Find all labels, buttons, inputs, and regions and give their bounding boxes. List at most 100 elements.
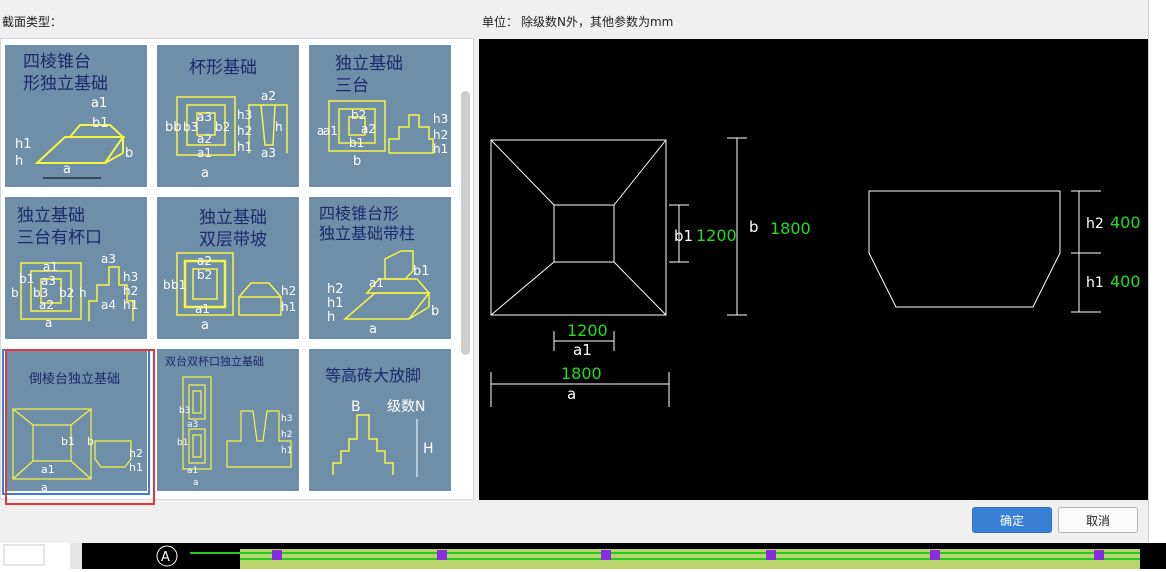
dim-a-value: 1800 bbox=[561, 364, 602, 383]
thumb-two-layer-sloped-footing[interactable]: 独立基础 双层带坡 a2 b2 b1 b a1 a h2 h1 bbox=[157, 197, 299, 339]
cancel-button[interactable]: 取消 bbox=[1058, 507, 1138, 533]
unit-note: 除级数N外，其他参数为mm bbox=[521, 15, 674, 29]
thumb-title: 独立基础带柱 bbox=[319, 224, 415, 243]
section-type-gallery: 四棱锥台 形独立基础 a1 b1 h1 h a b 杯形基础 bbox=[0, 38, 474, 500]
svg-text:h2: h2 bbox=[281, 430, 292, 440]
svg-text:h3: h3 bbox=[237, 108, 252, 122]
thumb-cup-footing[interactable]: 杯形基础 bb b3 b2 a3 a2 a1 a a2 h3 h2 h1 h a… bbox=[157, 45, 299, 187]
svg-text:h2: h2 bbox=[433, 128, 448, 142]
svg-text:b: b bbox=[353, 154, 361, 169]
thumb-drawing: 独立基础 三台有杯口 a1 b1 a3 b3 b2 a2 b a a3 h a4… bbox=[11, 206, 138, 330]
svg-text:h1: h1 bbox=[281, 300, 296, 314]
thumb-title: 四棱锥台形 bbox=[319, 204, 399, 223]
thumb-title: 独立基础 bbox=[17, 206, 85, 226]
svg-text:h1: h1 bbox=[123, 298, 138, 312]
axis-label-a: A bbox=[161, 550, 170, 565]
dim-h2-label: h2 bbox=[1086, 216, 1104, 232]
svg-text:a1: a1 bbox=[323, 124, 338, 138]
svg-text:a: a bbox=[201, 166, 209, 181]
cad-underlay-strip: A bbox=[0, 543, 1166, 569]
svg-text:h3: h3 bbox=[281, 414, 292, 424]
svg-text:b1: b1 bbox=[19, 272, 34, 286]
thumb-drawing: 双台双杯口独立基础 a3 b3 a1 b1 h3 h2 h1 a bbox=[165, 354, 292, 488]
thumb-pyramid-footing-with-column[interactable]: 四棱锥台形 独立基础带柱 h2 h1 h b1 a1 b a bbox=[309, 197, 451, 339]
svg-text:b1: b1 bbox=[413, 264, 430, 279]
svg-text:h1: h1 bbox=[327, 296, 344, 311]
thumb-title: 独立基础 bbox=[199, 208, 267, 228]
thumb-drawing: 等高砖大放脚 B 级数N H bbox=[325, 366, 434, 477]
svg-text:b3: b3 bbox=[33, 286, 48, 300]
svg-text:B: B bbox=[351, 399, 361, 415]
dim-a-label: a bbox=[567, 385, 576, 403]
svg-text:a1: a1 bbox=[91, 96, 107, 111]
thumb-brick-spread-footing[interactable]: 等高砖大放脚 B 级数N H bbox=[309, 349, 451, 491]
dim-b-label: b bbox=[749, 218, 759, 236]
thumb-title: 三台 bbox=[335, 76, 369, 96]
ok-button[interactable]: 确定 bbox=[972, 507, 1052, 533]
unit-label: 单位： bbox=[482, 15, 519, 29]
svg-text:b1: b1 bbox=[171, 278, 186, 292]
section-dialog: 截面类型： 单位： 除级数N外，其他参数为mm 四棱锥台 形独立基础 a1 b1… bbox=[0, 0, 1148, 543]
thumb-title: 三台有杯口 bbox=[17, 228, 102, 248]
svg-text:bb: bb bbox=[165, 120, 182, 135]
svg-text:h3: h3 bbox=[123, 270, 138, 284]
svg-text:h: h bbox=[327, 310, 335, 325]
svg-text:h1: h1 bbox=[281, 446, 292, 456]
svg-text:b: b bbox=[163, 278, 171, 292]
svg-text:a3: a3 bbox=[261, 146, 276, 160]
svg-text:a1: a1 bbox=[369, 276, 384, 290]
svg-text:b2: b2 bbox=[215, 120, 230, 134]
thumb-drawing: 杯形基础 bb b3 b2 a3 a2 a1 a a2 h3 h2 h1 h a… bbox=[165, 58, 288, 181]
svg-text:a2: a2 bbox=[361, 122, 376, 136]
svg-text:a2: a2 bbox=[39, 298, 54, 312]
svg-text:h3: h3 bbox=[433, 112, 448, 126]
dim-h1-label: h1 bbox=[1086, 275, 1104, 291]
svg-text:a3: a3 bbox=[41, 274, 56, 288]
section-preview-canvas: b1 1200 b 1800 1200 a1 1800 a bbox=[479, 39, 1148, 500]
svg-text:a1: a1 bbox=[187, 466, 198, 476]
svg-text:a: a bbox=[369, 322, 377, 337]
thumb-double-step-double-cup-footing[interactable]: 双台双杯口独立基础 a3 b3 a1 b1 h3 h2 h1 a bbox=[157, 349, 299, 491]
svg-text:级数N: 级数N bbox=[387, 399, 425, 415]
svg-text:h: h bbox=[79, 286, 87, 300]
svg-text:a: a bbox=[63, 162, 71, 177]
svg-text:b2: b2 bbox=[197, 268, 212, 282]
svg-text:a1: a1 bbox=[197, 146, 212, 160]
svg-text:a1: a1 bbox=[195, 302, 210, 316]
svg-text:h2: h2 bbox=[123, 284, 138, 298]
svg-text:b1: b1 bbox=[349, 136, 364, 150]
thumb-three-step-footing[interactable]: 独立基础 三台 b2 a2 a1 b1 b a h3 h2 h1 bbox=[309, 45, 451, 187]
svg-text:b: b bbox=[11, 286, 19, 300]
svg-text:a4: a4 bbox=[101, 298, 116, 312]
thumb-three-step-cup-footing[interactable]: 独立基础 三台有杯口 a1 b1 a3 b3 b2 a2 b a a3 h a4… bbox=[5, 197, 147, 339]
thumb-drawing: 四棱锥台形 独立基础带柱 h2 h1 h b1 a1 b a bbox=[319, 204, 439, 337]
cad-underlay-drawing: A bbox=[0, 543, 1140, 569]
svg-text:b: b bbox=[87, 435, 94, 448]
gallery-scrollbar[interactable] bbox=[461, 91, 470, 355]
thumb-title: 形独立基础 bbox=[23, 74, 108, 94]
thumb-title: 杯形基础 bbox=[189, 58, 257, 78]
svg-text:h: h bbox=[275, 120, 283, 134]
svg-text:a3: a3 bbox=[197, 110, 212, 124]
thumb-drawing: 独立基础 双层带坡 a2 b2 b1 b a1 a h2 h1 bbox=[163, 208, 296, 333]
dim-h2-value: 400 bbox=[1110, 213, 1141, 232]
svg-text:a2: a2 bbox=[197, 132, 212, 146]
thumb-pyramid-frustum-footing[interactable]: 四棱锥台 形独立基础 a1 b1 h1 h a b bbox=[5, 45, 147, 187]
svg-text:a1: a1 bbox=[43, 260, 58, 274]
dim-b1-value: 1200 bbox=[696, 226, 737, 245]
svg-text:h1: h1 bbox=[129, 461, 143, 474]
thumb-inverted-frustum-footing[interactable]: 倒棱台独立基础 b1 a1 b a h2 h1 bbox=[5, 349, 147, 491]
dim-h1-value: 400 bbox=[1110, 272, 1141, 291]
thumb-title: 双台双杯口独立基础 bbox=[165, 354, 264, 368]
thumb-title: 独立基础 bbox=[335, 54, 403, 74]
svg-text:b1: b1 bbox=[92, 116, 109, 131]
svg-text:h1: h1 bbox=[237, 140, 252, 154]
thumb-title: 倒棱台独立基础 bbox=[29, 371, 120, 387]
svg-text:a1: a1 bbox=[41, 463, 55, 476]
thumb-title: 双层带坡 bbox=[199, 230, 267, 250]
dim-a1-value: 1200 bbox=[567, 321, 608, 340]
svg-text:h2: h2 bbox=[281, 284, 296, 298]
thumb-drawing: 独立基础 三台 b2 a2 a1 b1 b a h3 h2 h1 bbox=[317, 54, 448, 169]
svg-text:a2: a2 bbox=[197, 254, 212, 268]
svg-text:b2: b2 bbox=[59, 286, 74, 300]
